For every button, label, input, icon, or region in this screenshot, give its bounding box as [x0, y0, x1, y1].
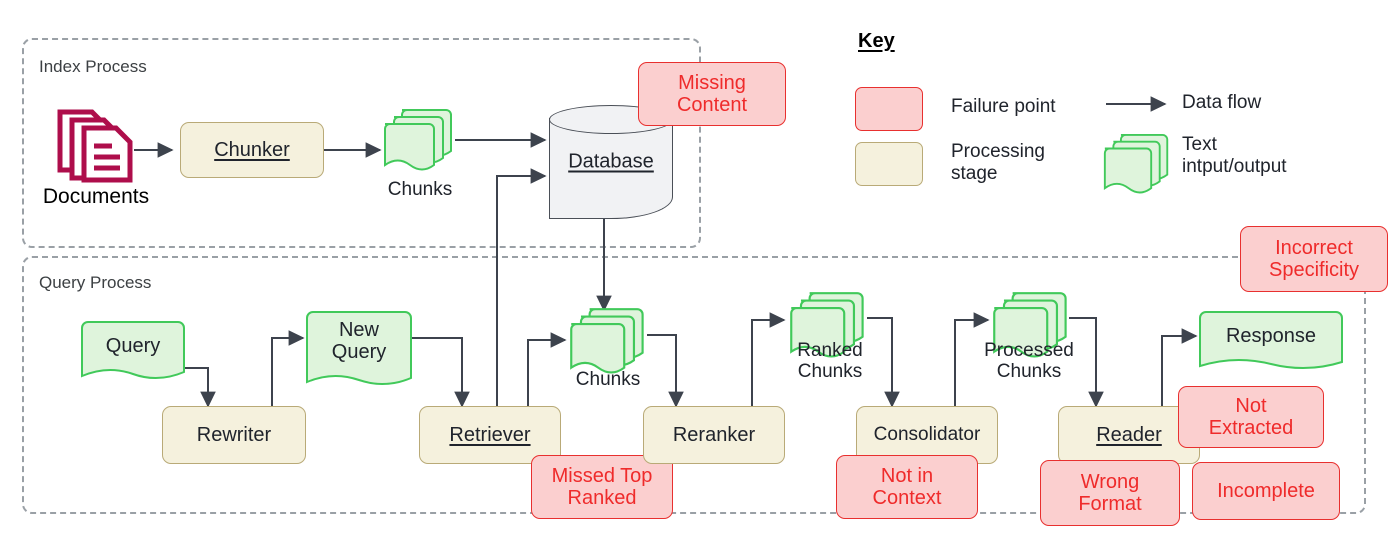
documents-caption: Documents [42, 185, 150, 208]
response-note[interactable]: Response [1198, 310, 1344, 372]
consolidator-label: Consolidator [873, 424, 981, 446]
response-label: Response [1225, 325, 1317, 348]
index-chunks-caption: Chunks [387, 179, 453, 200]
failure-wrong-format-label: Wrong Format [1078, 470, 1142, 515]
key-processing-stage-label: Processing stage [951, 141, 1045, 185]
query-note[interactable]: Query [80, 320, 186, 382]
failure-incorrect-specificity-label: Incorrect Specificity [1268, 236, 1360, 281]
failure-incomplete[interactable]: Incomplete [1192, 462, 1340, 520]
failure-wrong-format[interactable]: Wrong Format [1040, 460, 1180, 526]
query-chunks-icon [568, 307, 648, 374]
failure-missing-content[interactable]: Missing Content [638, 62, 786, 126]
chunker-node[interactable]: Chunker [180, 122, 324, 178]
new-query-note[interactable]: New Query [305, 310, 413, 388]
failure-incomplete-label: Incomplete [1217, 479, 1315, 502]
database-cylinder-body [549, 118, 673, 219]
ranked-chunks-caption: Ranked Chunks [797, 340, 863, 382]
index-chunks-icon [382, 108, 456, 171]
ranked-chunks-icon [788, 291, 868, 358]
failure-not-extracted-label: Not Extracted [1208, 394, 1294, 439]
retriever-label: Retriever [449, 423, 531, 446]
failure-missing-content-label: Missing Content [676, 71, 748, 116]
key-failure-point-label: Failure point [951, 96, 1056, 117]
key-title: Key [858, 30, 895, 52]
reranker-node[interactable]: Reranker [643, 406, 785, 464]
rewriter-node[interactable]: Rewriter [162, 406, 306, 464]
failure-missed-top-ranked-label: Missed Top Ranked [551, 464, 653, 509]
reranker-label: Reranker [672, 423, 756, 446]
rewriter-label: Rewriter [196, 423, 272, 446]
group-index-process [22, 38, 701, 248]
processed-chunks-icon [991, 291, 1071, 358]
key-data-flow-label: Data flow [1182, 92, 1262, 113]
group-query-process-label: Query Process [36, 273, 155, 293]
chunker-label: Chunker [214, 138, 290, 161]
failure-missed-top-ranked[interactable]: Missed Top Ranked [531, 455, 673, 519]
failure-not-extracted[interactable]: Not Extracted [1178, 386, 1324, 448]
new-query-label: New Query [331, 319, 387, 364]
retriever-node[interactable]: Retriever [419, 406, 561, 464]
database-label-wrap: Database [549, 151, 673, 174]
reader-label: Reader [1096, 423, 1162, 446]
failure-incorrect-specificity[interactable]: Incorrect Specificity [1240, 226, 1388, 292]
group-index-process-label: Index Process [36, 57, 150, 77]
database-label: Database [568, 150, 654, 173]
failure-not-in-context-label: Not in Context [872, 464, 942, 509]
consolidator-node[interactable]: Consolidator [856, 406, 998, 464]
group-query-process [22, 256, 1366, 514]
query-chunks-caption: Chunks [575, 369, 641, 390]
key-text-io-icon [1102, 133, 1172, 194]
key-swatch-failure [855, 87, 923, 131]
key-text-io-label: Text intput/output [1182, 134, 1287, 178]
documents-icon [56, 108, 136, 184]
key-swatch-stage [855, 142, 923, 186]
query-label: Query [105, 335, 161, 358]
processed-chunks-caption: Processed Chunks [984, 340, 1074, 382]
failure-not-in-context[interactable]: Not in Context [836, 455, 978, 519]
database-node[interactable]: Database [549, 105, 673, 219]
